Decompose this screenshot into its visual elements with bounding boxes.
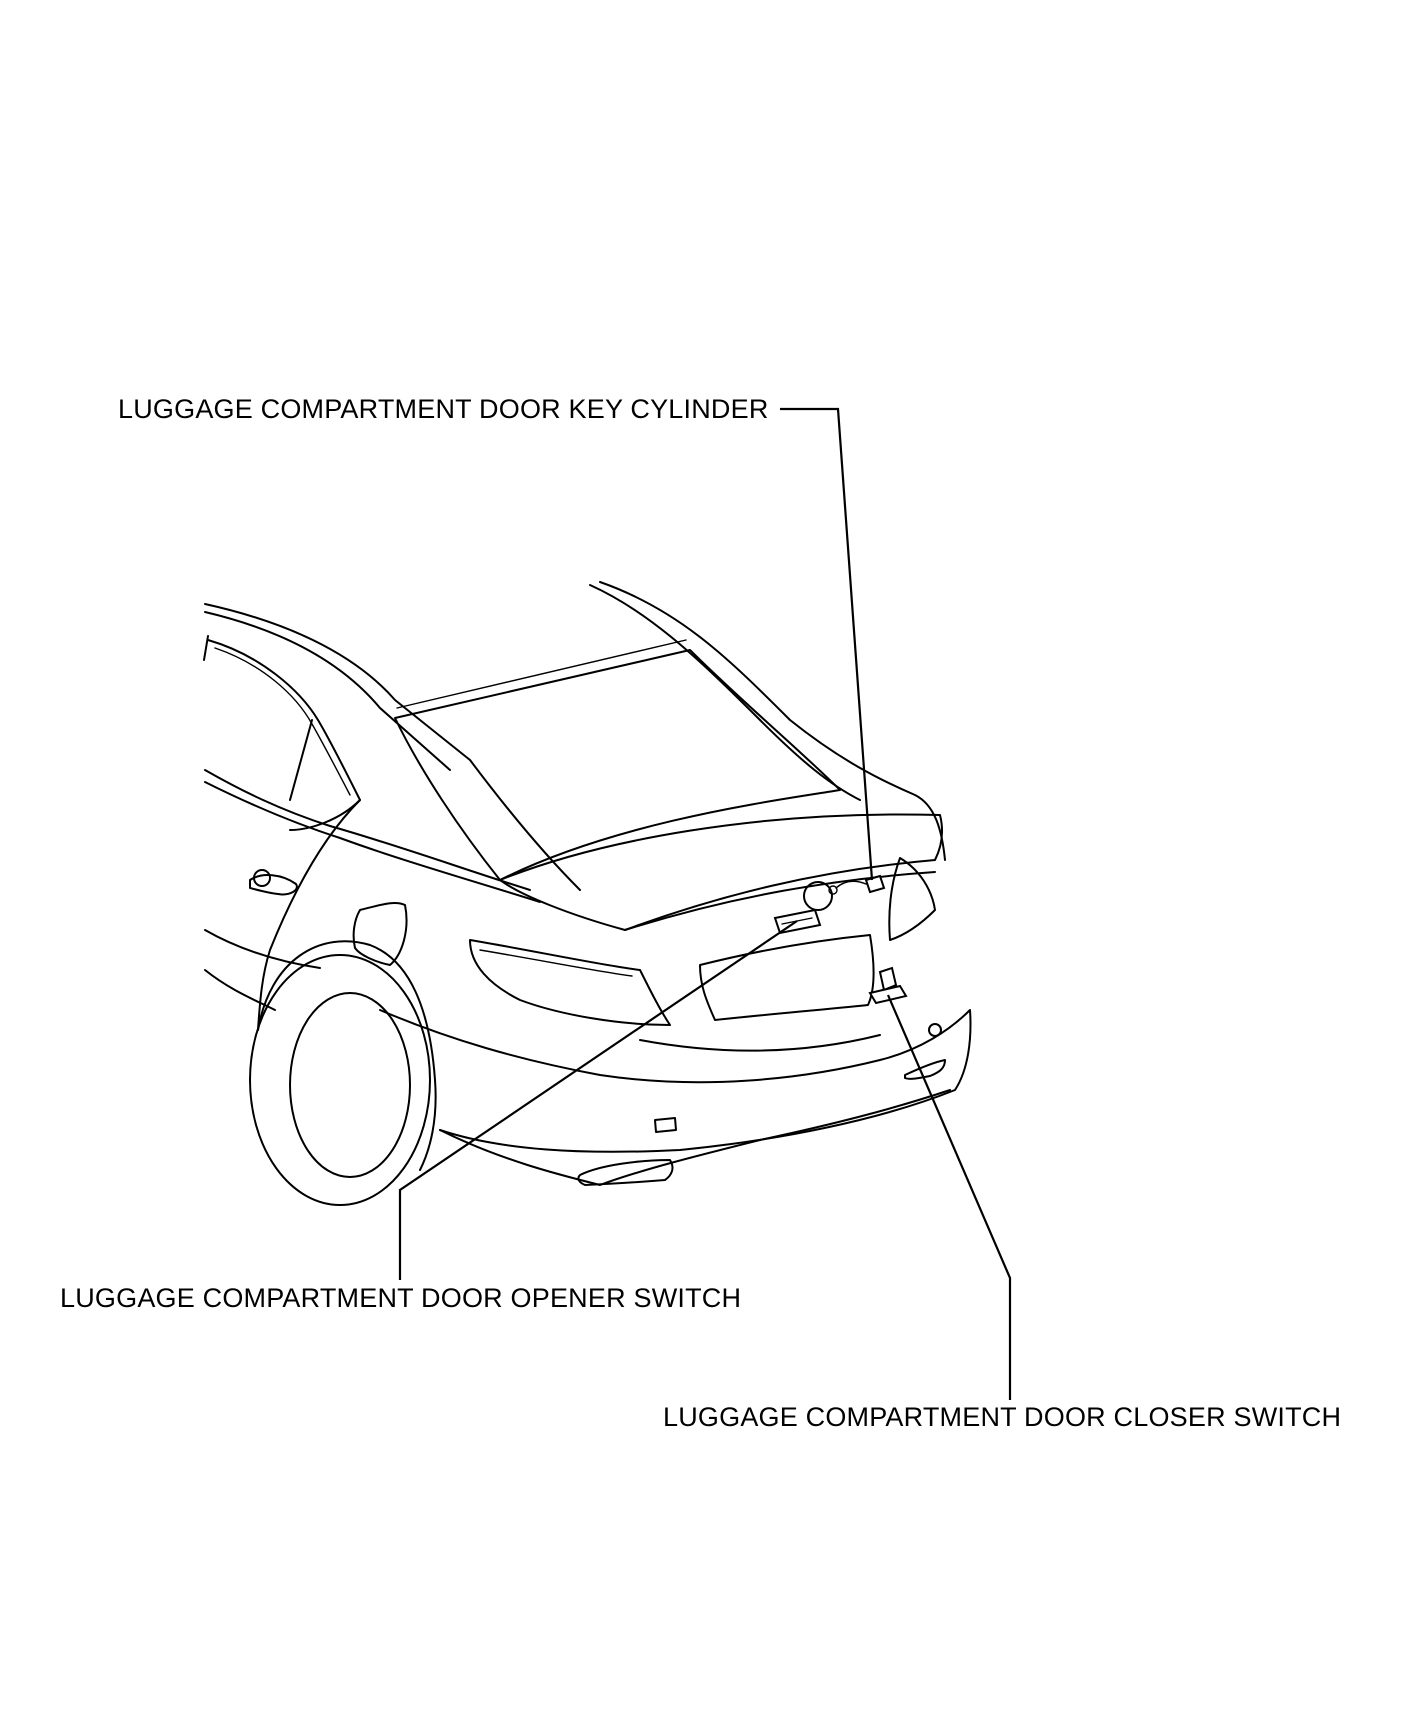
side-window	[207, 639, 361, 831]
side-window-inner	[214, 647, 351, 796]
c-pillar-right	[589, 584, 861, 801]
trunk-lid	[499, 813, 944, 931]
opener-switch-leader-line	[398, 920, 798, 1280]
quarter-panel-line-2	[204, 969, 276, 1011]
beltline	[204, 769, 531, 891]
rear-quarter	[257, 799, 361, 1031]
beltline-lower	[204, 781, 541, 903]
bumper-sensor	[654, 1117, 677, 1133]
opener-switch-label: LUGGAGE COMPARTMENT DOOR OPENER SWITCH	[60, 1283, 741, 1313]
right-reflector	[904, 1059, 946, 1080]
closer-switch-label: LUGGAGE COMPARTMENT DOOR CLOSER SWITCH	[663, 1402, 1341, 1432]
quarter-panel-line	[204, 929, 321, 969]
key-cylinder-label: LUGGAGE COMPARTMENT DOOR KEY CYLINDER	[118, 394, 769, 424]
door-lock	[253, 869, 271, 887]
tail-lamp-right	[888, 857, 936, 941]
rear-bumper	[379, 1009, 972, 1153]
tail-lamp-left	[469, 939, 671, 1026]
bumper-top-edge	[639, 1034, 881, 1052]
sedan-rear-view-illustration	[203, 581, 972, 1206]
closer-switch-leader-line	[886, 994, 1012, 1400]
tail-lamp-left-inner	[479, 949, 633, 977]
roof-line	[204, 603, 581, 891]
door-handle	[249, 874, 298, 896]
right-sensor	[928, 1023, 942, 1037]
trunk-emblem	[803, 881, 833, 911]
exhaust-tip	[577, 1159, 674, 1186]
c-pillar-right-outer	[599, 581, 946, 861]
opener-switch-part	[773, 908, 822, 935]
rear-wheel-rim	[289, 992, 411, 1178]
key-cylinder-part	[828, 874, 886, 895]
roof-line-inner	[204, 611, 451, 771]
rear-window	[394, 649, 841, 881]
bumper-lower	[439, 1089, 951, 1186]
wheel-arch	[257, 940, 437, 1171]
rear-wheel-tire	[249, 954, 431, 1206]
license-plate-recess	[699, 934, 875, 1021]
b-pillar	[203, 635, 313, 801]
key-cylinder-leader-line	[780, 407, 874, 881]
closer-switch-part	[868, 966, 908, 1005]
rear-window-top-edge	[396, 639, 687, 709]
fuel-door	[352, 901, 408, 966]
trunk-lid-edge	[624, 871, 936, 931]
